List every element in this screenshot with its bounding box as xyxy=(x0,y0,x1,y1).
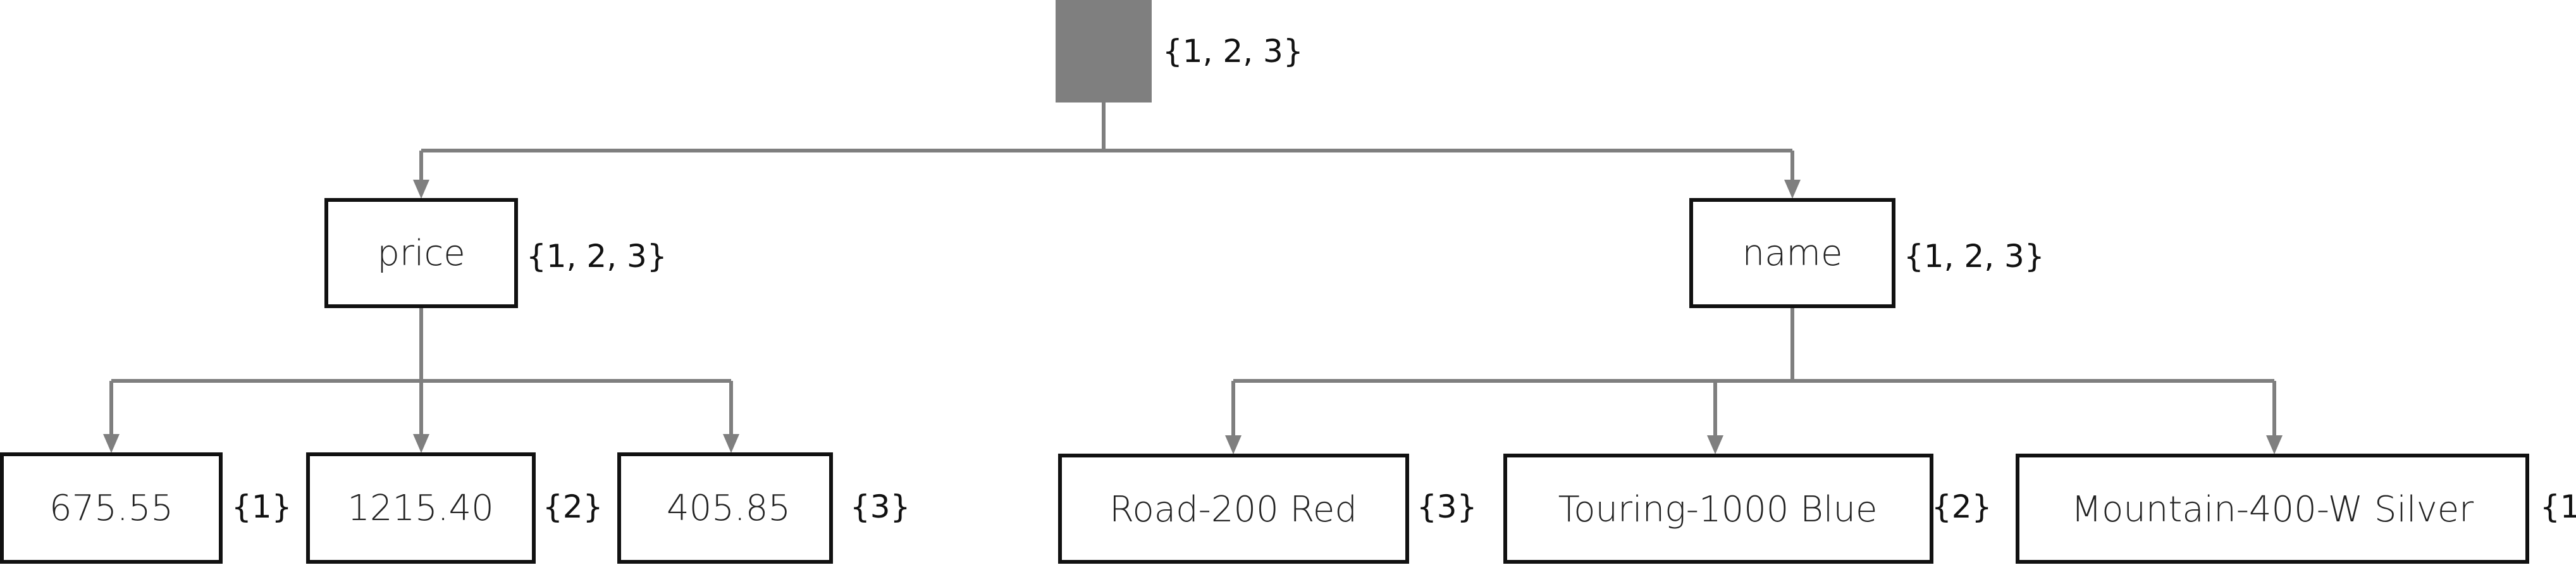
arrowhead-675-55 xyxy=(103,434,120,453)
node-price-set: {1, 2, 3} xyxy=(526,238,667,275)
node-value-675-55 xyxy=(0,452,223,564)
node-value-1215-40-set: {2} xyxy=(543,488,603,525)
edge-root-children xyxy=(419,102,1794,181)
arrowhead-405-85 xyxy=(723,434,739,453)
arrowhead-name xyxy=(1784,180,1801,199)
node-value-touring-1000-blue-label: Touring-1000 Blue xyxy=(1558,489,1878,530)
root-set-label: {1, 2, 3} xyxy=(1162,33,1303,70)
arrowhead-price xyxy=(413,180,429,199)
arrowhead-1215-40 xyxy=(413,434,429,453)
node-value-road-200-red xyxy=(1058,454,1409,564)
arrowhead-touring-1000-blue xyxy=(1707,435,1723,454)
node-value-1215-40-label: 1215.40 xyxy=(347,488,494,529)
node-value-405-85-label: 405.85 xyxy=(667,488,791,529)
node-value-675-55-set: {1} xyxy=(231,488,292,525)
edge-price-children xyxy=(109,306,733,435)
tree-arrowheads xyxy=(103,180,2283,454)
node-name-set: {1, 2, 3} xyxy=(1904,238,2045,275)
node-price-label: price xyxy=(377,233,465,274)
arrowhead-mountain-400-w-silver xyxy=(2266,435,2283,454)
root-node xyxy=(1056,0,1152,102)
node-value-touring-1000-blue xyxy=(1503,454,1933,564)
node-value-675-55-label: 675.55 xyxy=(49,488,173,529)
node-value-mountain-400-w-silver-label: Mountain-400-W Silver xyxy=(2071,489,2474,530)
node-value-405-85 xyxy=(617,452,833,564)
node-value-405-85-set: {3} xyxy=(850,488,910,525)
node-value-road-200-red-set: {3} xyxy=(1417,488,1477,525)
arrowhead-road-200-red xyxy=(1225,435,1242,454)
node-name xyxy=(1689,198,1895,308)
tree-edges xyxy=(109,102,2276,437)
node-name-label: name xyxy=(1742,233,1843,274)
node-price xyxy=(324,198,518,308)
node-value-1215-40 xyxy=(306,452,536,564)
node-value-mountain-400-w-silver xyxy=(2016,454,2529,564)
node-value-road-200-red-label: Road-200 Red xyxy=(1109,489,1357,530)
node-value-mountain-400-w-silver-set: {1} xyxy=(2540,488,2576,525)
edge-name-children xyxy=(1231,306,2276,437)
node-value-touring-1000-blue-set: {2} xyxy=(1932,488,1992,525)
